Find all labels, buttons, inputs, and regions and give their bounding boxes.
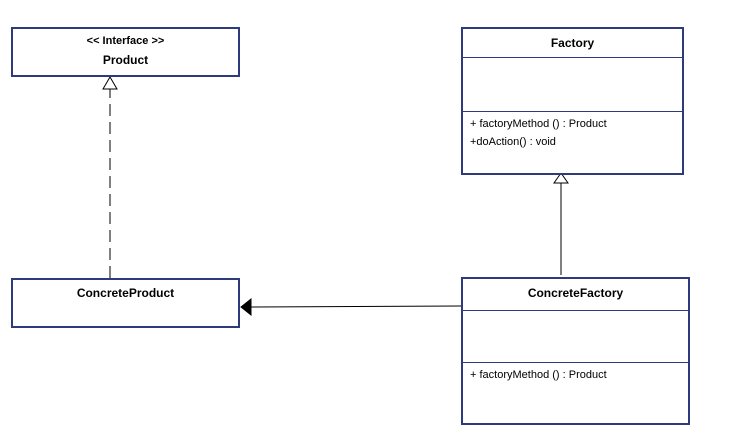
factory-class-name: Factory bbox=[550, 36, 595, 50]
concrete-factory-attributes-compartment bbox=[463, 310, 688, 363]
realization-arrowhead bbox=[102, 76, 118, 90]
class-concrete-factory[interactable]: ConcreteFactory + factoryMethod () : Pro… bbox=[461, 277, 690, 425]
factory-operation: +doAction() : void bbox=[470, 136, 556, 148]
association-line bbox=[250, 305, 462, 308]
class-product[interactable]: << Interface >> Product bbox=[11, 27, 240, 77]
concrete-factory-operation: + factoryMethod () : Product bbox=[470, 369, 607, 381]
association-arrowhead bbox=[240, 297, 252, 317]
concrete-product-class-name: ConcreteProduct bbox=[76, 286, 175, 300]
generalization-arrowhead bbox=[553, 172, 569, 184]
factory-attributes-compartment bbox=[463, 57, 682, 112]
concrete-factory-operations-compartment: + factoryMethod () : Product bbox=[463, 362, 688, 423]
class-factory[interactable]: Factory + factoryMethod () : Product +do… bbox=[461, 27, 684, 175]
factory-operations-compartment: + factoryMethod () : Product +doAction()… bbox=[463, 111, 682, 173]
factory-operation: + factoryMethod () : Product bbox=[470, 118, 607, 130]
product-stereotype: << Interface >> bbox=[86, 35, 165, 47]
concrete-factory-class-name: ConcreteFactory bbox=[527, 286, 624, 300]
product-class-name: Product bbox=[102, 53, 149, 67]
class-concrete-product[interactable]: ConcreteProduct bbox=[11, 278, 240, 328]
